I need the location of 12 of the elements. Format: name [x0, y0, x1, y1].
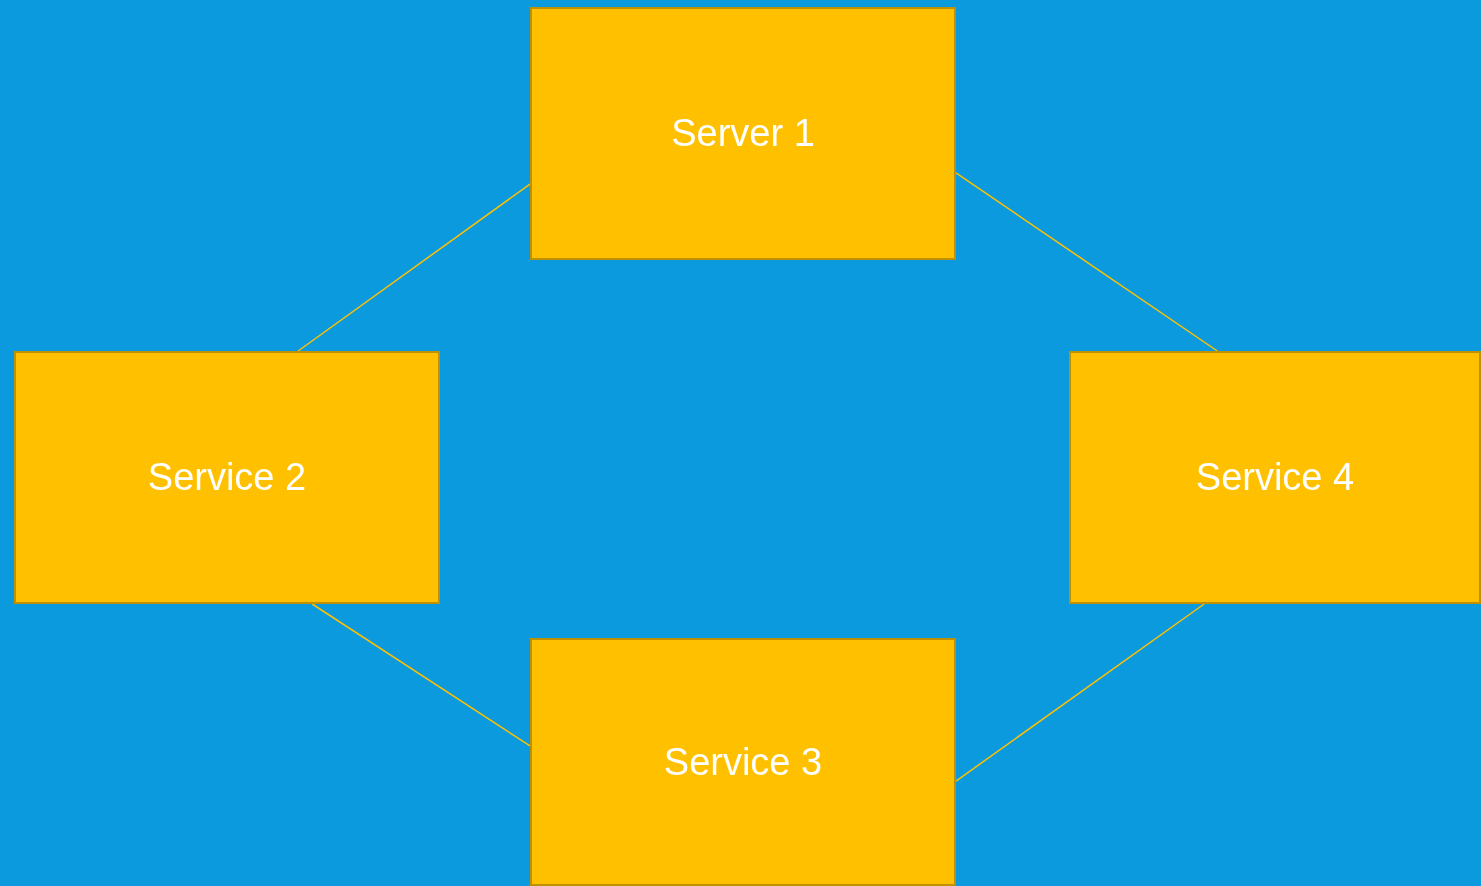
node-label: Server 1 [671, 112, 815, 155]
process-box [14, 351, 440, 604]
connector-line [955, 172, 1219, 352]
node-label: Service 4 [1195, 456, 1355, 499]
node-label: Service 3 [663, 740, 823, 784]
connector-line [311, 603, 531, 747]
node-label: Service 2 [147, 456, 307, 499]
process-box [1069, 351, 1481, 604]
connector-line [297, 183, 531, 352]
process-box [530, 638, 956, 886]
connector-line [955, 603, 1205, 782]
process-box [530, 7, 956, 260]
